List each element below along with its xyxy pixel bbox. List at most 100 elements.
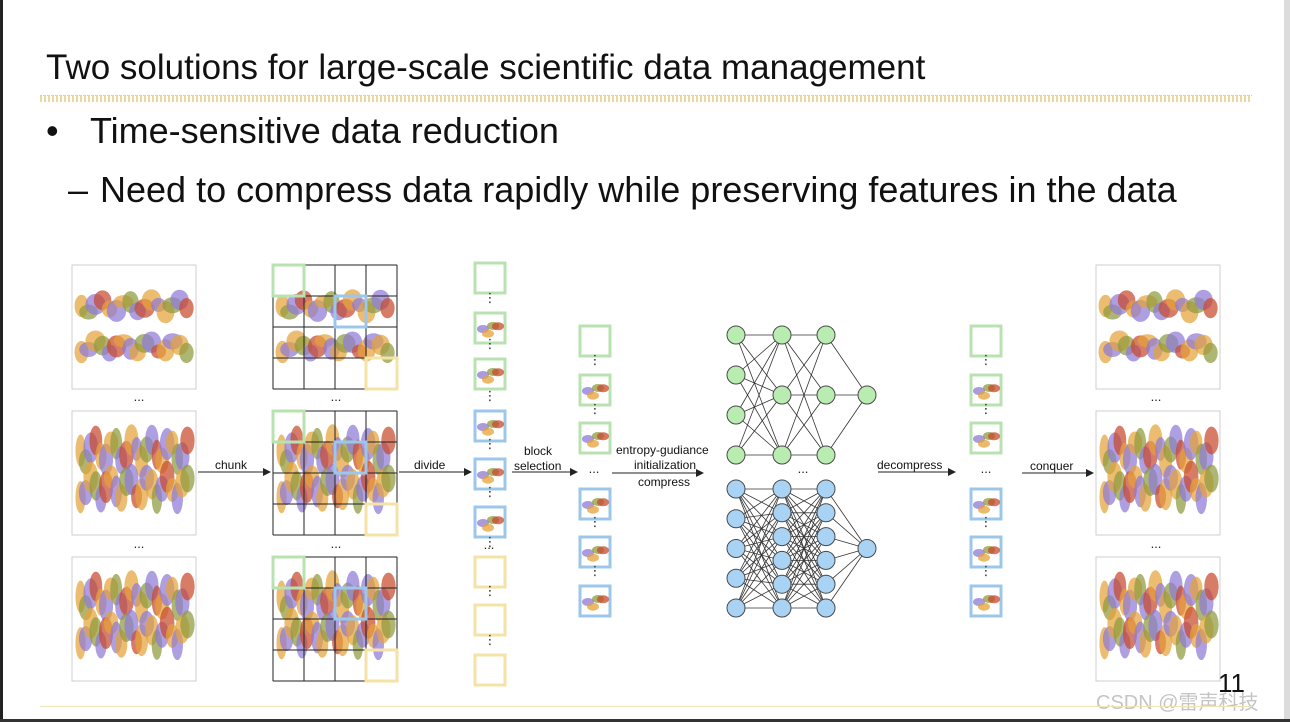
blue-highlight-cell [333,586,368,621]
sub-bullet-text: Need to compress data rapidly while pres… [100,169,1177,210]
blue-network-node [816,550,836,570]
tile-texture [597,432,609,441]
flow-blob [380,297,395,319]
network-edge [781,488,827,585]
tile-texture [492,322,504,331]
tile-texture [587,505,599,514]
flow-blob [381,572,396,601]
vertical-ellipsis: ⋮ [484,535,497,550]
blue-network-node [726,539,746,558]
tile-texture [482,475,494,484]
block-columns [473,261,1003,687]
blue-network-node [772,527,792,547]
tile-texture [597,498,609,507]
slide-bottom-border [0,719,1290,722]
vertical-ellipsis: ⋮ [589,353,602,368]
slide-right-border [1284,0,1290,722]
flow-blob [381,426,396,455]
vertical-ellipsis: ⋮ [484,437,497,452]
blue-network-node [726,568,746,588]
reconstructed-frame [1095,264,1221,390]
yellow-highlight-cell [364,356,399,391]
green-network-node [726,325,746,345]
network-edge [735,512,783,549]
blue-network-node [772,503,792,523]
chunk-label: chunk [215,458,248,472]
tile-texture [587,439,599,448]
flow-blob [1204,610,1219,639]
network-edge [781,334,827,396]
vertical-ellipsis: ⋮ [484,485,497,500]
tile-texture [482,523,494,532]
blue-network-node [816,574,836,594]
vertical-ellipsis: ⋮ [980,402,993,417]
tile-texture [978,439,990,448]
green-network-node [772,445,792,465]
tile-texture [492,368,504,377]
horizontal-ellipsis: ... [1151,389,1162,404]
network-edge [735,548,783,585]
block-selection-label-1: block [524,444,553,458]
vertical-ellipsis: ⋮ [980,353,993,368]
vertical-ellipsis: ⋮ [589,564,602,579]
neural-network [726,325,877,618]
blue-network-node [816,479,836,499]
decompressed-block [969,324,1003,358]
entropy-label-3: compress [638,475,690,489]
blue-network-node [772,550,792,570]
network-edge [735,536,783,579]
horizontal-ellipsis: ... [134,536,145,551]
vertical-ellipsis: ⋮ [484,337,497,352]
tile-texture [492,420,504,429]
vertical-ellipsis: ⋮ [980,564,993,579]
network-edge [735,512,783,579]
vertical-ellipsis: ⋮ [484,291,497,306]
green-network-node [772,385,792,405]
green-network-node [726,405,746,425]
horizontal-ellipsis: ... [798,461,809,476]
horizontal-ellipsis: ... [484,537,495,552]
blue-network-node [816,598,836,618]
tile-texture [597,546,609,555]
green-highlight-cell [271,409,306,444]
tile-texture [978,505,990,514]
network-edge [735,488,783,579]
horizontal-ellipsis: ... [981,461,992,476]
original-frame [71,264,197,390]
title-divider [40,95,1252,102]
network-edge [735,518,783,585]
network-edge [735,334,783,456]
blue-network-node [726,509,746,529]
green-network-node [816,385,836,405]
bullet-marker: • [46,110,59,151]
horizontal-ellipsis: ... [589,461,600,476]
green-network-node [816,445,836,465]
flow-blob [180,610,195,639]
chunk-grids [271,263,399,683]
network-edge [735,334,783,416]
vertical-ellipsis: ⋮ [589,515,602,530]
vertical-ellipsis: ⋮ [484,584,497,599]
flow-blob [381,464,396,493]
network-edge [781,560,827,609]
blue-network-node [726,598,746,618]
tile-texture [978,602,990,611]
tile-texture [492,468,504,477]
network-edge [735,512,783,609]
entropy-label-1: entropy-gudiance [616,443,709,457]
green-network-node [816,325,836,345]
network-edge [735,488,783,549]
network-edge [735,518,783,609]
vertical-ellipsis: ⋮ [484,389,497,404]
divided-block [473,653,507,687]
network-edge [781,488,827,537]
tile-texture [988,384,1000,393]
network-edge [735,548,783,609]
flow-blob [179,297,194,319]
blue-network-node [772,479,792,499]
blue-highlight-cell [333,440,368,475]
network-edge [735,334,783,396]
volume-frames [71,264,1221,682]
tile-texture [597,595,609,604]
network-edge [735,414,783,456]
